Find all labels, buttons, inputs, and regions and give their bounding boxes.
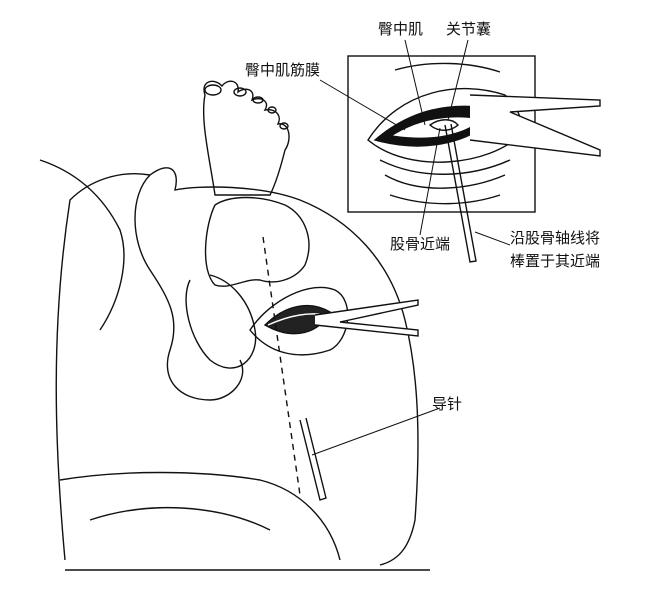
label-rod-line1: 沿股骨轴线将 — [510, 229, 601, 247]
label-gluteus-medius: 臀中肌 — [378, 20, 424, 38]
label-gluteus-medius-fascia: 臀中肌筋膜 — [245, 61, 321, 79]
label-guide-pin: 导针 — [432, 395, 463, 413]
inset-detail-drawing — [347, 55, 601, 263]
label-rod-line2: 棒置于其近端 — [510, 252, 601, 270]
leader-lines — [311, 39, 511, 456]
label-proximal-femur: 股骨近端 — [390, 235, 451, 253]
label-joint-capsule: 关节囊 — [446, 20, 492, 38]
foot-drawing — [202, 80, 290, 196]
patient-body-drawing — [39, 159, 419, 566]
